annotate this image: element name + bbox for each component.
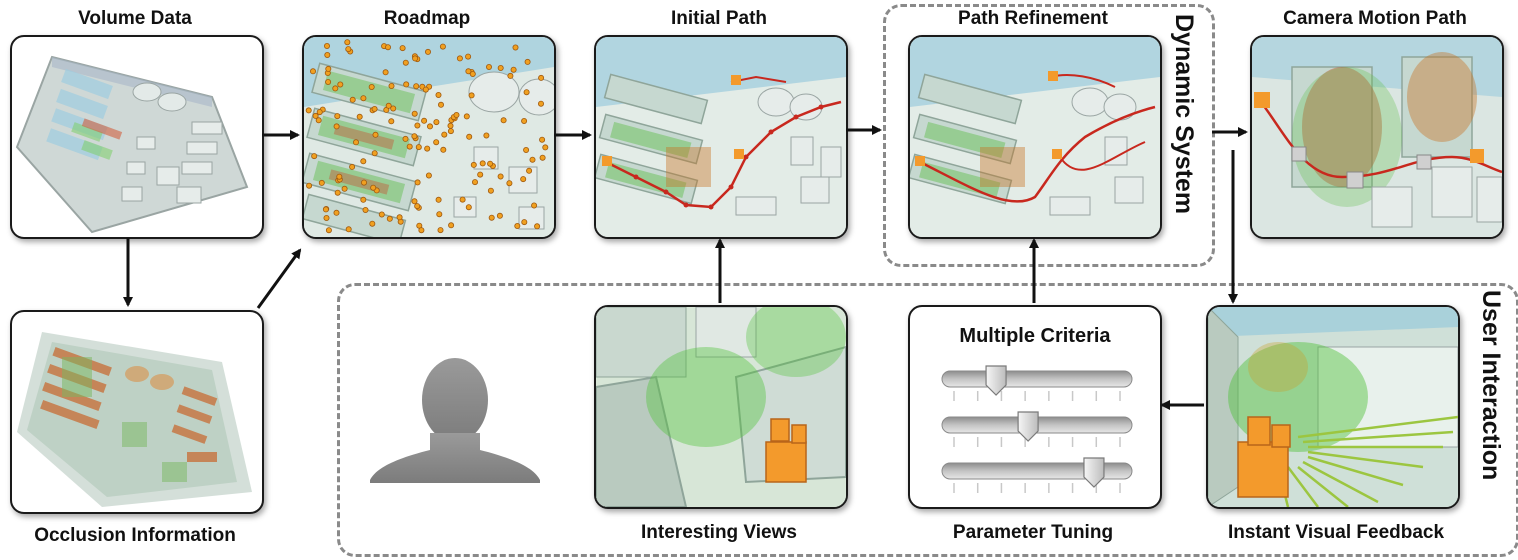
path-refinement-label: Path Refinement [958, 8, 1108, 29]
instant-visual-feedback-panel [1206, 305, 1460, 509]
instant-visual-feedback-label: Instant Visual Feedback [1227, 522, 1445, 543]
volume-data-panel [10, 35, 264, 239]
path-refinement-panel [908, 35, 1162, 239]
camera-motion-path-label: Camera Motion Path [1283, 8, 1467, 29]
arrow-occlusion-to-roadmap [256, 248, 302, 309]
multiple-criteria-title: Multiple Criteria [959, 325, 1111, 347]
roadmap-label: Roadmap [383, 8, 471, 29]
initial-path-label: Initial Path [670, 8, 768, 29]
user-interaction-group [337, 283, 1518, 557]
parameter-tuning-label: Parameter Tuning [952, 522, 1114, 543]
occlusion-information-label: Occlusion Information [34, 525, 236, 546]
dynamic-system-group [883, 4, 1215, 267]
user-silhouette-icon [370, 358, 540, 483]
interesting-views-label: Interesting Views [641, 522, 797, 543]
camera-motion-path-panel [1250, 35, 1504, 239]
occlusion-information-panel [10, 310, 264, 514]
volume-data-label: Volume Data [78, 8, 192, 29]
slider-knob-2[interactable] [1017, 411, 1039, 442]
slider-knob-3[interactable] [1083, 457, 1105, 488]
slider-knob-1[interactable] [985, 365, 1007, 396]
parameter-tuning-panel: Multiple Criteria [908, 305, 1162, 509]
roadmap-panel [302, 35, 556, 239]
interesting-views-panel [594, 305, 848, 509]
initial-path-panel [594, 35, 848, 239]
